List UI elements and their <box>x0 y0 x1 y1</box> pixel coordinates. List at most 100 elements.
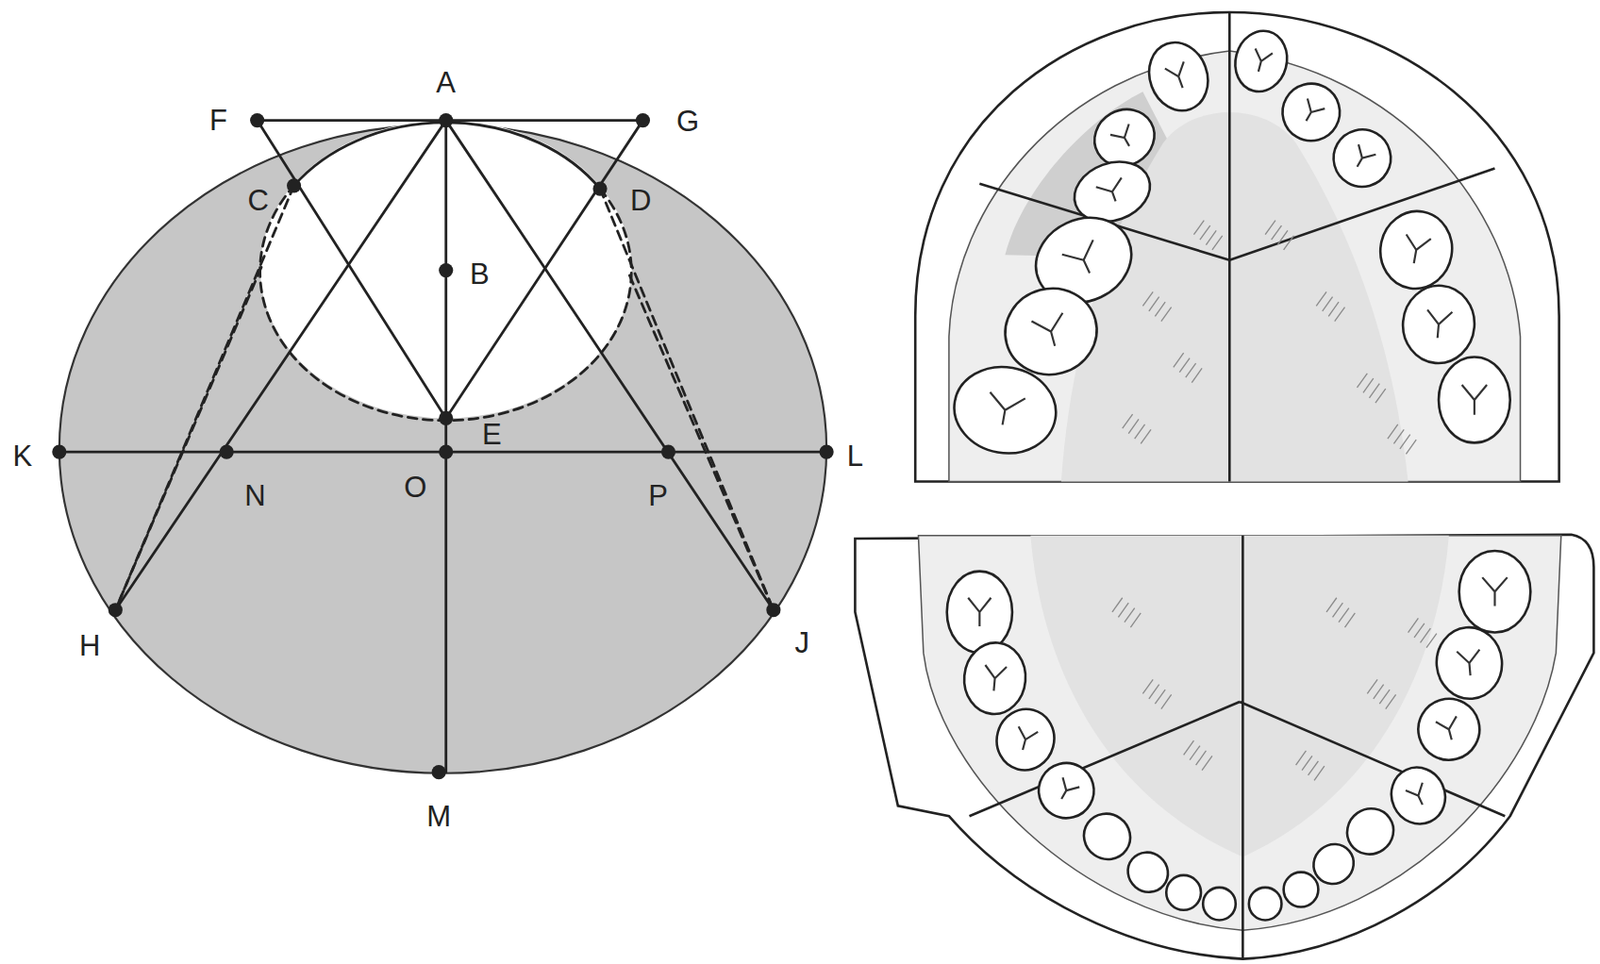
hatch-mark <box>1130 613 1141 628</box>
tooth-fissure <box>1462 384 1487 416</box>
hatch-mark <box>1196 750 1207 766</box>
hatch-mark <box>1379 689 1390 704</box>
tooth-fissure <box>1297 98 1325 126</box>
hatch-mark <box>1128 418 1139 434</box>
point-dot <box>438 445 453 460</box>
point-label: M <box>426 801 451 832</box>
point-dot <box>286 178 301 193</box>
arch-frame <box>854 534 1594 960</box>
dashed-line <box>115 266 262 610</box>
tooth <box>1228 25 1294 99</box>
tooth-crown <box>1438 357 1511 444</box>
dashed-line <box>629 275 773 611</box>
hatch-mark <box>1149 684 1160 700</box>
point-label: C <box>247 185 268 216</box>
tooth-fissure <box>1348 144 1376 172</box>
hatch-mark <box>1373 684 1384 700</box>
tooth <box>947 571 1013 654</box>
hatch-mark <box>1393 429 1404 444</box>
hatch-mark <box>1122 414 1134 429</box>
tooth-crown <box>947 359 1063 462</box>
tooth <box>1271 73 1350 152</box>
arch-frame <box>915 12 1559 482</box>
point-dot <box>819 445 834 460</box>
tooth-crown <box>1075 804 1140 869</box>
hatch-mark <box>1277 230 1288 245</box>
tooth-crown <box>1433 624 1506 701</box>
tooth <box>947 359 1063 462</box>
tooth-crown <box>961 640 1029 717</box>
tooth-crown <box>989 702 1061 777</box>
hatch-mark <box>1420 628 1432 643</box>
tooth-crown <box>1400 283 1479 367</box>
point-dot <box>438 411 453 426</box>
point-label: F <box>209 104 228 134</box>
arch-midline <box>1241 535 1245 960</box>
hatch-mark <box>1333 602 1344 617</box>
tooth <box>1400 283 1479 367</box>
tooth-fissure <box>1405 783 1432 810</box>
point-label: J <box>794 628 810 658</box>
tooth <box>1139 33 1217 119</box>
point-dot <box>635 113 650 128</box>
tooth <box>1166 875 1201 911</box>
tooth <box>1433 624 1506 701</box>
tooth-fissure <box>1013 726 1038 752</box>
hatch-mark <box>1363 378 1374 393</box>
tooth <box>1075 804 1140 869</box>
hatch-mark <box>1283 235 1295 250</box>
hatch-mark <box>1385 694 1397 709</box>
dashed-line <box>600 188 774 611</box>
tooth <box>1382 758 1455 834</box>
point-dot <box>438 113 453 128</box>
tooth <box>1202 887 1236 921</box>
point-label: N <box>244 480 266 510</box>
hatch-mark <box>1212 235 1223 250</box>
tooth-crown <box>947 571 1013 654</box>
hatch-mark <box>1154 689 1166 704</box>
hatch-mark <box>1142 679 1153 694</box>
tooth <box>1323 118 1402 198</box>
hatch-mark <box>1193 220 1204 235</box>
point-dot <box>432 765 447 780</box>
tooth-crown <box>1338 800 1403 865</box>
hatch-mark <box>1200 225 1211 240</box>
arch-construction <box>51 113 834 780</box>
hatch-mark <box>1301 755 1313 770</box>
point-label: G <box>676 105 700 135</box>
hatch-mark <box>1328 301 1339 317</box>
tooth-fissure <box>1435 716 1463 743</box>
point-label: P <box>648 480 668 510</box>
tooth <box>1459 550 1532 634</box>
hatch-mark <box>1387 424 1399 439</box>
gum-region <box>917 535 1561 932</box>
point-label: H <box>79 630 100 660</box>
hatch-mark <box>1345 613 1356 628</box>
hatch-mark <box>1265 220 1276 235</box>
hatch-mark <box>1183 740 1195 755</box>
hatch-mark <box>1205 230 1217 245</box>
point-dot <box>592 182 607 197</box>
hatch-mark <box>1356 373 1367 388</box>
point-label: A <box>435 66 456 97</box>
hatch-mark <box>1400 434 1411 450</box>
hatch-mark <box>1296 750 1307 766</box>
hatch-mark <box>1134 424 1146 439</box>
point-label: O <box>403 471 427 501</box>
tooth-fissure <box>1052 777 1080 804</box>
hatch-mark <box>1414 623 1425 638</box>
hatch-mark <box>1124 608 1135 623</box>
hatch-mark <box>1112 598 1123 613</box>
hatch-mark <box>1189 746 1200 761</box>
tooth-crown <box>1411 692 1486 767</box>
hatch-mark <box>1140 429 1151 444</box>
hatch-mark <box>1154 301 1166 317</box>
tooth-crown <box>1228 25 1294 99</box>
tooth-crown <box>1202 887 1236 921</box>
hatch-mark <box>1149 297 1160 312</box>
tooth <box>1438 357 1511 444</box>
point-dots <box>51 113 834 780</box>
tooth-fissure <box>1031 313 1070 351</box>
dashed-line <box>115 185 294 611</box>
tooth-crown <box>1166 875 1201 911</box>
